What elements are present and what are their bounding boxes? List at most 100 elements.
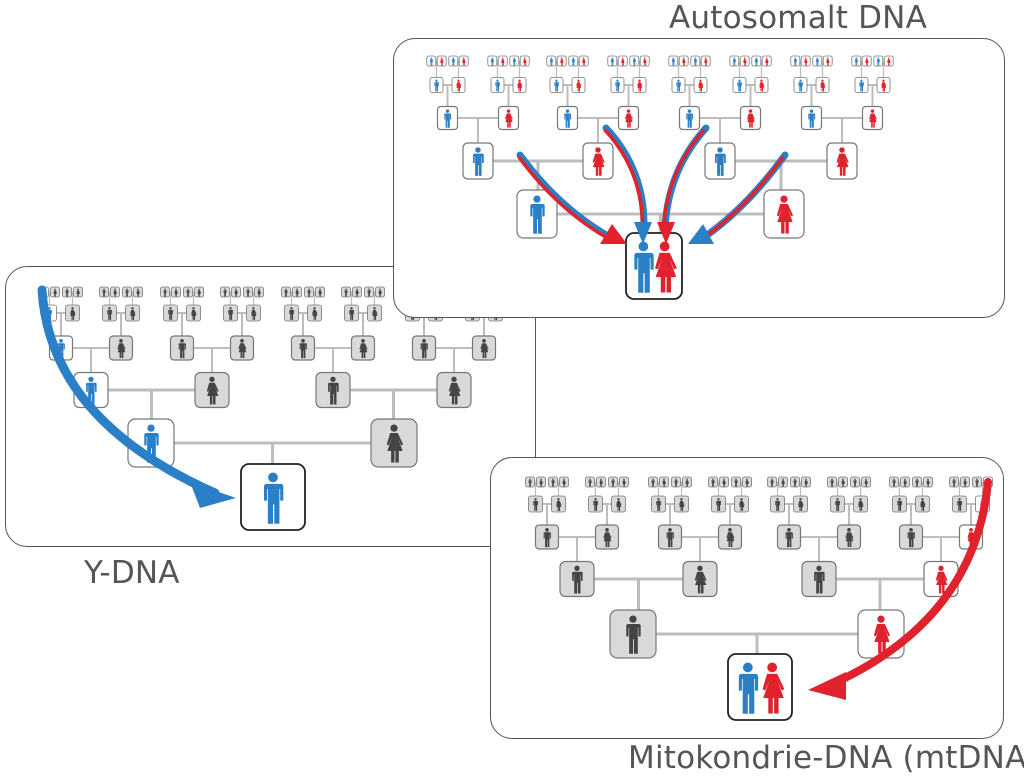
female-icon bbox=[117, 338, 126, 359]
female-icon bbox=[625, 109, 633, 128]
male-icon bbox=[626, 615, 641, 654]
male-icon bbox=[814, 565, 825, 594]
female-icon bbox=[462, 57, 466, 66]
root-female-icon bbox=[762, 662, 785, 714]
male-icon bbox=[528, 478, 532, 487]
male-icon bbox=[246, 288, 250, 297]
male-icon bbox=[734, 478, 738, 487]
female-icon bbox=[191, 307, 197, 320]
female-icon bbox=[798, 498, 804, 511]
female-icon bbox=[312, 307, 318, 320]
female-icon bbox=[836, 147, 849, 176]
autosomal-nodes bbox=[426, 55, 894, 300]
male-icon bbox=[615, 79, 620, 92]
female-icon bbox=[582, 57, 586, 66]
male-icon bbox=[472, 147, 484, 176]
female-icon bbox=[197, 288, 201, 297]
female-icon bbox=[448, 376, 461, 405]
female-icon bbox=[603, 527, 612, 548]
female-icon bbox=[804, 478, 808, 487]
male-icon bbox=[495, 79, 500, 92]
male-icon bbox=[770, 478, 774, 487]
arrowhead-icon bbox=[688, 224, 714, 244]
male-icon bbox=[107, 307, 113, 320]
male-icon bbox=[808, 109, 816, 128]
female-icon bbox=[523, 57, 527, 66]
female-icon bbox=[378, 288, 382, 297]
female-icon bbox=[113, 288, 117, 297]
male-icon bbox=[344, 288, 348, 297]
male-icon bbox=[543, 527, 551, 548]
male-icon bbox=[830, 478, 834, 487]
paternal-arrow-shaft bbox=[37, 285, 220, 498]
male-icon bbox=[892, 478, 896, 487]
female-icon bbox=[616, 498, 622, 511]
female-icon bbox=[804, 57, 808, 66]
female-icon bbox=[858, 498, 864, 511]
female-icon bbox=[599, 478, 603, 487]
male-icon bbox=[125, 288, 129, 297]
male-icon bbox=[754, 57, 758, 66]
arrowhead-icon bbox=[634, 222, 652, 244]
female-icon bbox=[765, 57, 769, 66]
male-icon bbox=[775, 498, 781, 511]
arrowhead-icon bbox=[657, 222, 675, 244]
arrow-2-red bbox=[603, 128, 645, 230]
male-icon bbox=[785, 527, 793, 548]
female-icon bbox=[576, 79, 582, 92]
female-icon bbox=[865, 57, 869, 66]
female-icon bbox=[556, 498, 562, 511]
female-icon bbox=[781, 478, 785, 487]
female-icon bbox=[318, 288, 322, 297]
female-icon bbox=[776, 195, 794, 234]
female-icon bbox=[722, 478, 726, 487]
male-icon bbox=[420, 338, 428, 359]
female-icon bbox=[935, 565, 948, 594]
male-icon bbox=[915, 478, 919, 487]
female-icon bbox=[682, 57, 686, 66]
male-icon bbox=[572, 565, 583, 594]
female-icon bbox=[864, 478, 868, 487]
female-icon bbox=[643, 57, 647, 66]
male-icon bbox=[533, 498, 539, 511]
root-male-icon bbox=[263, 472, 284, 524]
male-icon bbox=[299, 338, 307, 359]
male-icon bbox=[666, 527, 674, 548]
root-male-icon bbox=[634, 241, 654, 293]
male-icon bbox=[952, 478, 956, 487]
male-icon bbox=[815, 57, 819, 66]
female-icon bbox=[622, 478, 626, 487]
male-icon bbox=[65, 288, 69, 297]
female-icon bbox=[637, 79, 643, 92]
male-icon bbox=[674, 478, 678, 487]
male-icon bbox=[228, 307, 234, 320]
female-icon bbox=[130, 307, 136, 320]
female-icon bbox=[70, 307, 76, 320]
male-icon bbox=[793, 57, 797, 66]
male-icon bbox=[451, 57, 455, 66]
male-icon bbox=[957, 498, 963, 511]
male-icon bbox=[444, 109, 452, 128]
female-icon bbox=[501, 57, 505, 66]
male-icon bbox=[876, 57, 880, 66]
male-icon bbox=[328, 376, 339, 405]
male-icon bbox=[512, 57, 516, 66]
maternal-arrow bbox=[808, 478, 992, 700]
female-icon bbox=[372, 307, 378, 320]
female-icon bbox=[234, 288, 238, 297]
male-icon bbox=[656, 498, 662, 511]
female-icon bbox=[926, 478, 930, 487]
female-icon bbox=[592, 147, 605, 176]
female-icon bbox=[743, 57, 747, 66]
female-icon bbox=[517, 79, 523, 92]
male-icon bbox=[284, 288, 288, 297]
male-icon bbox=[163, 288, 167, 297]
male-icon bbox=[897, 498, 903, 511]
arrowhead-icon bbox=[190, 482, 236, 508]
male-icon bbox=[571, 57, 575, 66]
arrowhead-icon bbox=[600, 224, 627, 244]
female-icon bbox=[76, 288, 80, 297]
female-icon bbox=[257, 288, 261, 297]
male-icon bbox=[853, 478, 857, 487]
